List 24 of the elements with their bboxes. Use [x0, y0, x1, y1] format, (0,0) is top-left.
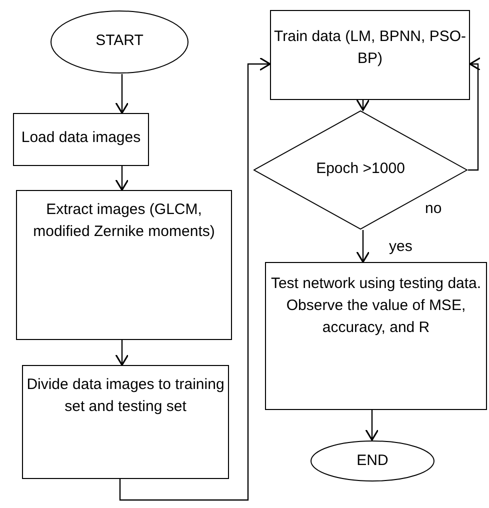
arrow [115, 74, 129, 114]
process-box [22, 365, 229, 479]
arrow [356, 99, 370, 111]
node-text: END [356, 451, 388, 471]
process-box [265, 262, 487, 410]
node-text: Test network using testing data. Observe the value of MSE, accuracy, and R [270, 274, 482, 338]
terminal-ellipse [50, 10, 189, 74]
node-text: Epoch >1000 [316, 159, 405, 179]
node-text: Train data (LM, BPNN, PSO-BP) [273, 27, 467, 69]
arrow [119, 57, 271, 501]
node-text: Load data images [21, 128, 141, 148]
process-box [13, 113, 149, 166]
process-box [270, 10, 470, 100]
node-text: START [96, 31, 144, 51]
arrow [356, 230, 370, 263]
arrow [115, 340, 129, 366]
terminal-ellipse [310, 440, 435, 482]
node-text: Divide data images to training set and testing set [26, 375, 226, 417]
process-box [16, 190, 232, 340]
arrow [365, 410, 379, 441]
arrow [468, 57, 481, 171]
decision-diamond [253, 110, 468, 230]
node-text: Extract images (GLCM, modified Zernike moments) [32, 200, 216, 242]
arrow [115, 166, 129, 191]
